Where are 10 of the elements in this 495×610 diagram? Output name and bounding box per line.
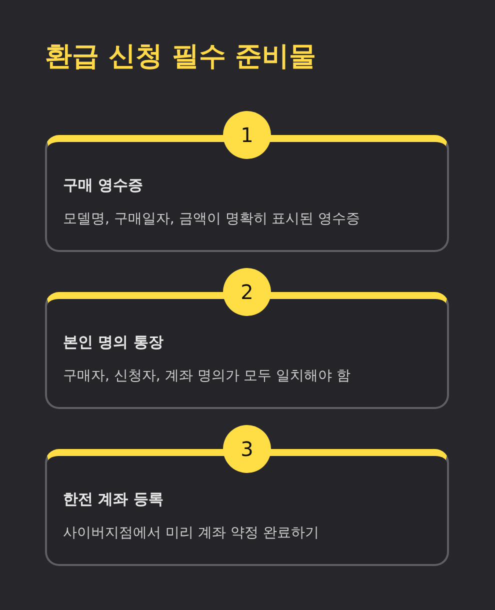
card-description: 모델명, 구매일자, 금액이 명확히 표시된 영수증 <box>63 210 360 228</box>
card-heading: 한전 계좌 등록 <box>63 490 164 509</box>
card-description: 사이버지점에서 미리 계좌 약정 완료하기 <box>63 524 319 542</box>
card-heading: 구매 영수증 <box>63 176 144 195</box>
card-heading: 본인 명의 통장 <box>63 333 164 352</box>
card-description: 구매자, 신청자, 계좌 명의가 모두 일치해야 함 <box>63 367 351 385</box>
step-number-badge: 2 <box>223 268 271 316</box>
step-number-badge: 1 <box>223 111 271 159</box>
title: 환급 신청 필수 준비물 <box>45 40 316 74</box>
step-number-badge: 3 <box>223 425 271 473</box>
